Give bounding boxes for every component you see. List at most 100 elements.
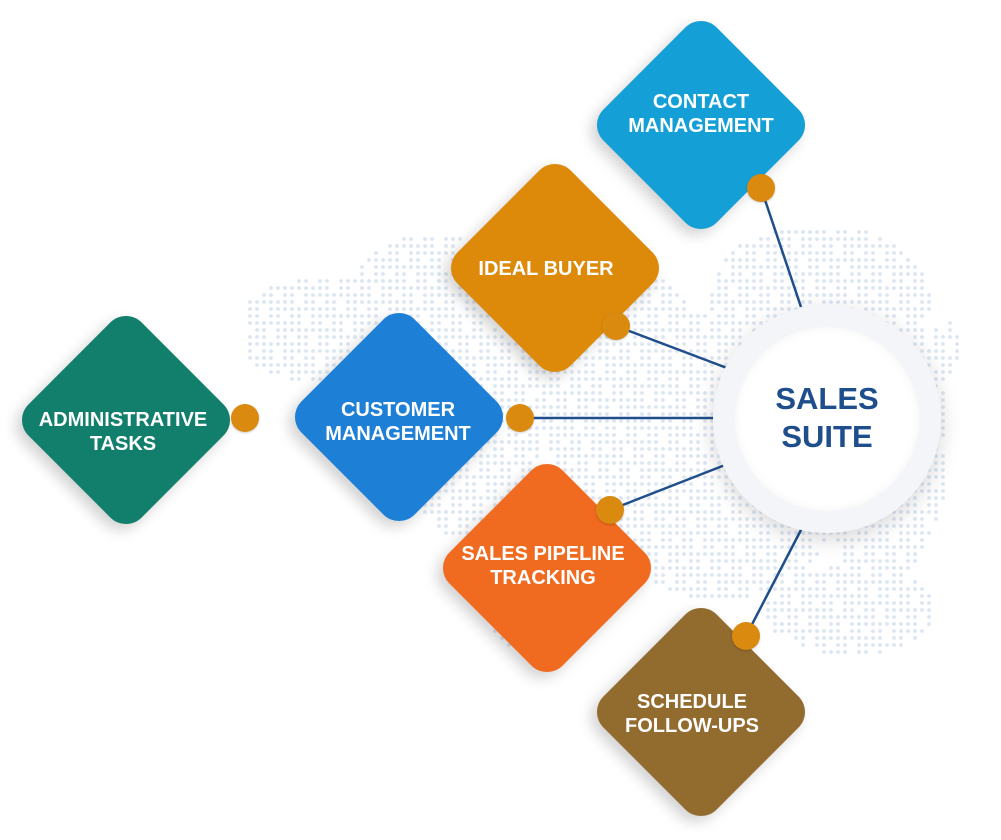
map-dot bbox=[927, 293, 931, 297]
map-dot bbox=[752, 272, 756, 276]
map-dot bbox=[759, 279, 763, 283]
map-dot bbox=[745, 580, 749, 584]
map-dot bbox=[696, 510, 700, 514]
map-dot bbox=[528, 363, 532, 367]
map-dot bbox=[717, 552, 721, 556]
map-dot bbox=[766, 286, 770, 290]
map-dot bbox=[878, 566, 882, 570]
map-dot bbox=[332, 335, 336, 339]
map-dot bbox=[724, 545, 728, 549]
map-dot bbox=[759, 566, 763, 570]
map-dot bbox=[682, 314, 686, 318]
map-dot bbox=[521, 356, 525, 360]
map-dot bbox=[731, 510, 735, 514]
map-dot bbox=[514, 363, 518, 367]
map-dot bbox=[913, 503, 917, 507]
map-dot bbox=[836, 650, 840, 654]
map-dot bbox=[465, 363, 469, 367]
label-sales-pipeline-tracking-line1: SALES PIPELINE bbox=[461, 543, 625, 565]
map-dot bbox=[675, 314, 679, 318]
map-dot bbox=[808, 244, 812, 248]
map-dot bbox=[346, 293, 350, 297]
map-dot bbox=[829, 629, 833, 633]
map-dot bbox=[591, 426, 595, 430]
map-dot bbox=[339, 335, 343, 339]
map-dot bbox=[899, 265, 903, 269]
map-dot bbox=[437, 524, 441, 528]
map-dot bbox=[542, 426, 546, 430]
map-dot bbox=[892, 307, 896, 311]
map-dot bbox=[864, 601, 868, 605]
map-dot bbox=[675, 454, 679, 458]
map-dot bbox=[668, 538, 672, 542]
map-dot bbox=[647, 300, 651, 304]
map-dot bbox=[367, 258, 371, 262]
map-dot bbox=[822, 244, 826, 248]
map-dot bbox=[479, 468, 483, 472]
map-dot bbox=[304, 328, 308, 332]
map-dot bbox=[269, 349, 273, 353]
map-dot bbox=[927, 601, 931, 605]
map-dot bbox=[297, 314, 301, 318]
map-dot bbox=[717, 314, 721, 318]
map-dot bbox=[941, 356, 945, 360]
map-dot bbox=[598, 349, 602, 353]
map-dot bbox=[577, 433, 581, 437]
map-dot bbox=[311, 314, 315, 318]
map-dot bbox=[682, 489, 686, 493]
map-dot bbox=[640, 454, 644, 458]
map-dot bbox=[661, 503, 665, 507]
map-dot bbox=[675, 510, 679, 514]
map-dot bbox=[668, 412, 672, 416]
map-dot bbox=[892, 608, 896, 612]
map-dot bbox=[318, 370, 322, 374]
map-dot bbox=[682, 412, 686, 416]
label-contact-management: CONTACT MANAGEMENT bbox=[596, 90, 806, 138]
map-dot bbox=[465, 314, 469, 318]
map-dot bbox=[682, 580, 686, 584]
hub-circle[interactable] bbox=[735, 327, 919, 511]
map-dot bbox=[318, 279, 322, 283]
map-dot bbox=[668, 587, 672, 591]
map-dot bbox=[766, 608, 770, 612]
map-dot bbox=[920, 349, 924, 353]
map-dot bbox=[507, 398, 511, 402]
map-dot bbox=[472, 489, 476, 493]
map-dot bbox=[759, 244, 763, 248]
map-dot bbox=[486, 377, 490, 381]
map-dot bbox=[689, 419, 693, 423]
map-dot bbox=[703, 314, 707, 318]
map-dot bbox=[815, 286, 819, 290]
map-dot bbox=[815, 608, 819, 612]
map-dot bbox=[493, 335, 497, 339]
map-dot bbox=[682, 531, 686, 535]
label-ideal-buyer: IDEAL BUYER bbox=[441, 257, 651, 281]
map-dot bbox=[927, 496, 931, 500]
map-dot bbox=[906, 559, 910, 563]
map-dot bbox=[647, 328, 651, 332]
map-dot bbox=[570, 391, 574, 395]
map-dot bbox=[626, 412, 630, 416]
map-dot bbox=[276, 286, 280, 290]
map-dot bbox=[451, 482, 455, 486]
map-dot bbox=[864, 587, 868, 591]
map-dot bbox=[675, 412, 679, 416]
map-dot bbox=[388, 300, 392, 304]
map-dot bbox=[605, 377, 609, 381]
map-dot bbox=[472, 314, 476, 318]
map-dot bbox=[878, 629, 882, 633]
map-dot bbox=[304, 293, 308, 297]
map-dot bbox=[402, 307, 406, 311]
map-dot bbox=[430, 244, 434, 248]
map-dot bbox=[675, 517, 679, 521]
map-dot bbox=[633, 454, 637, 458]
map-dot bbox=[465, 349, 469, 353]
map-dot bbox=[479, 454, 483, 458]
map-dot bbox=[787, 258, 791, 262]
map-dot bbox=[479, 328, 483, 332]
map-dot bbox=[948, 370, 952, 374]
map-dot bbox=[605, 454, 609, 458]
map-dot bbox=[661, 293, 665, 297]
map-dot bbox=[661, 279, 665, 283]
map-dot bbox=[689, 552, 693, 556]
